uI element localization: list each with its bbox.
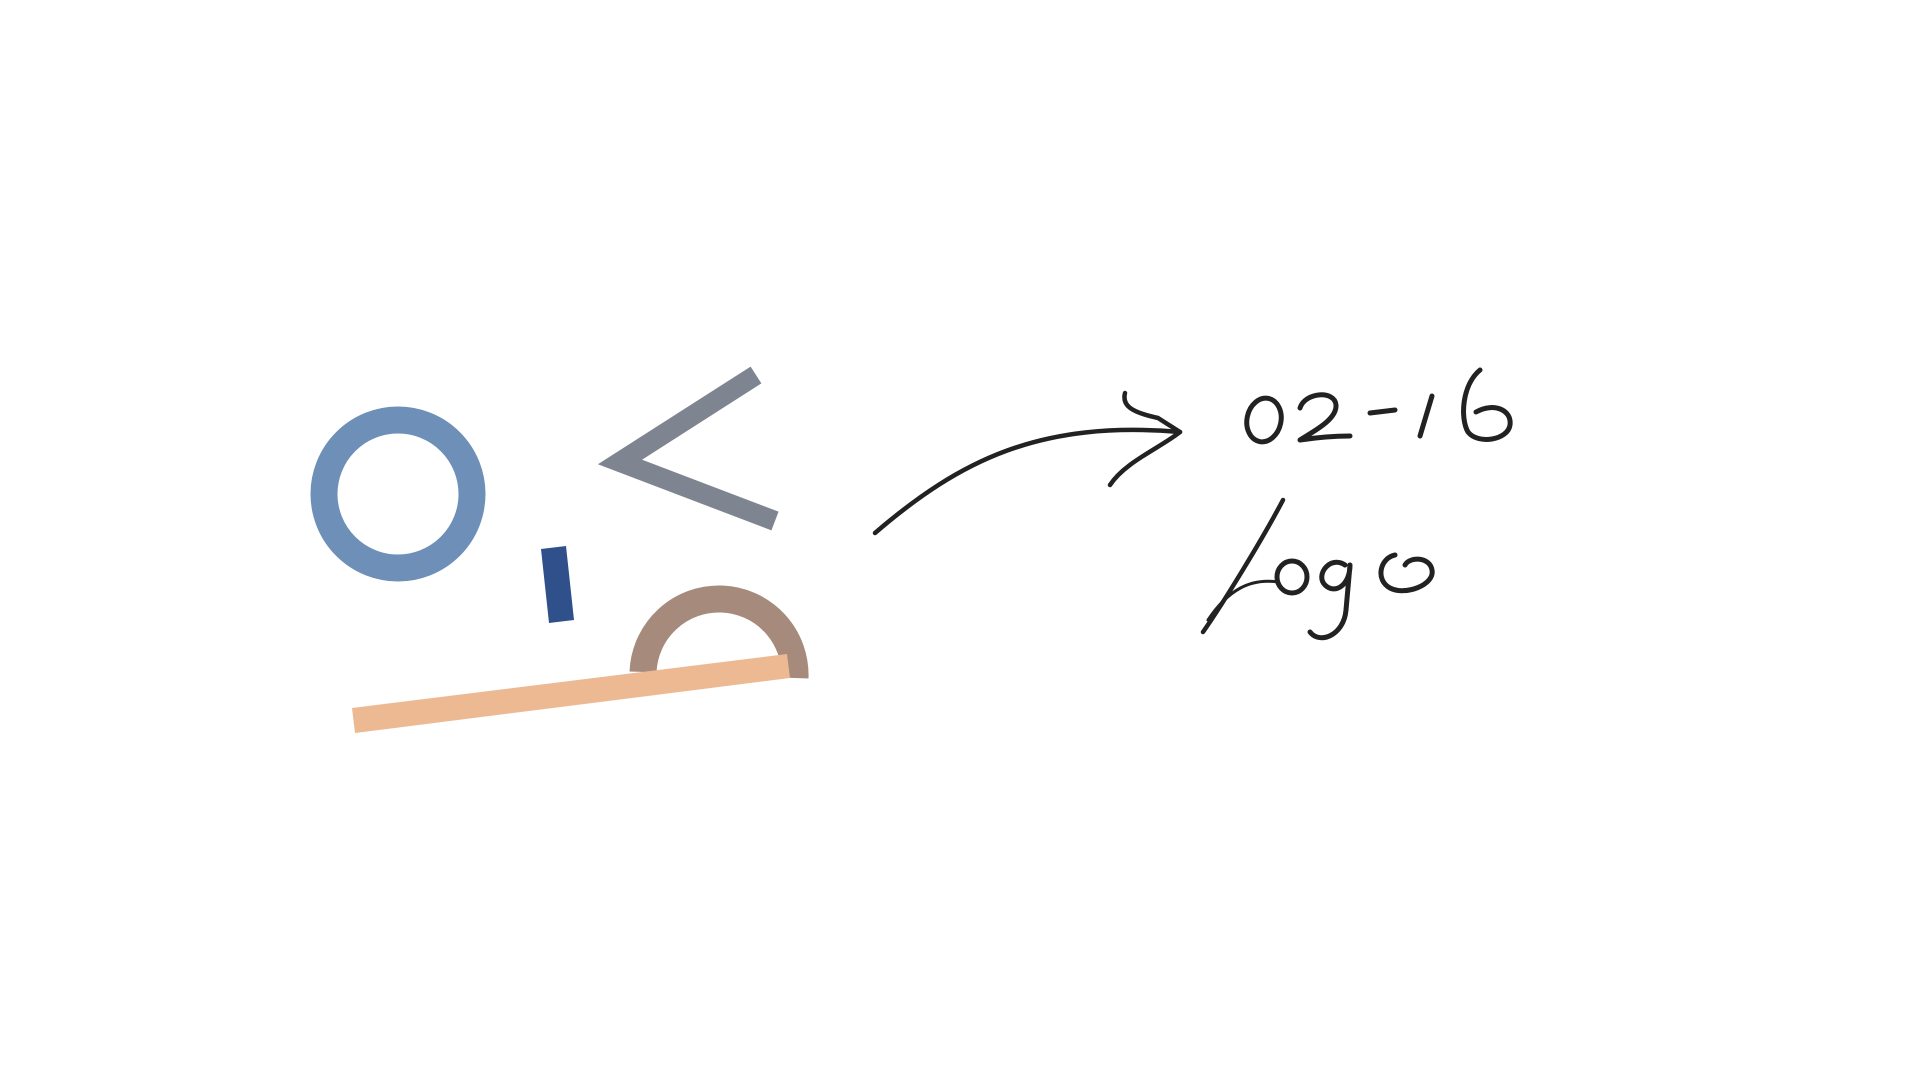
glyph-l-tail xyxy=(1206,579,1280,622)
long-bar-shape xyxy=(352,654,790,733)
glyph-dash xyxy=(1367,407,1398,416)
arrow-shaft xyxy=(872,427,1183,536)
logo-mark xyxy=(310,366,809,733)
arrow-head xyxy=(1107,390,1183,488)
glyph-0 xyxy=(1244,395,1284,445)
handwritten-date xyxy=(1244,367,1513,445)
glyph-6 xyxy=(1461,367,1513,442)
half-ring-shape xyxy=(629,585,809,679)
glyph-l xyxy=(1200,497,1286,635)
glyph-o2 xyxy=(1378,552,1435,594)
glyph-o xyxy=(1274,558,1310,596)
handwritten-word xyxy=(1200,497,1435,641)
date-text: 02-16 xyxy=(1300,419,1303,421)
word-text: logo xyxy=(1300,579,1302,581)
glyph-1 xyxy=(1417,393,1435,439)
chevron-shape xyxy=(597,366,779,531)
ring-shape xyxy=(310,406,486,582)
glyph-2 xyxy=(1297,392,1353,443)
glyph-g xyxy=(1307,560,1353,641)
small-bar-shape xyxy=(541,546,574,623)
arrow-icon xyxy=(872,390,1183,536)
